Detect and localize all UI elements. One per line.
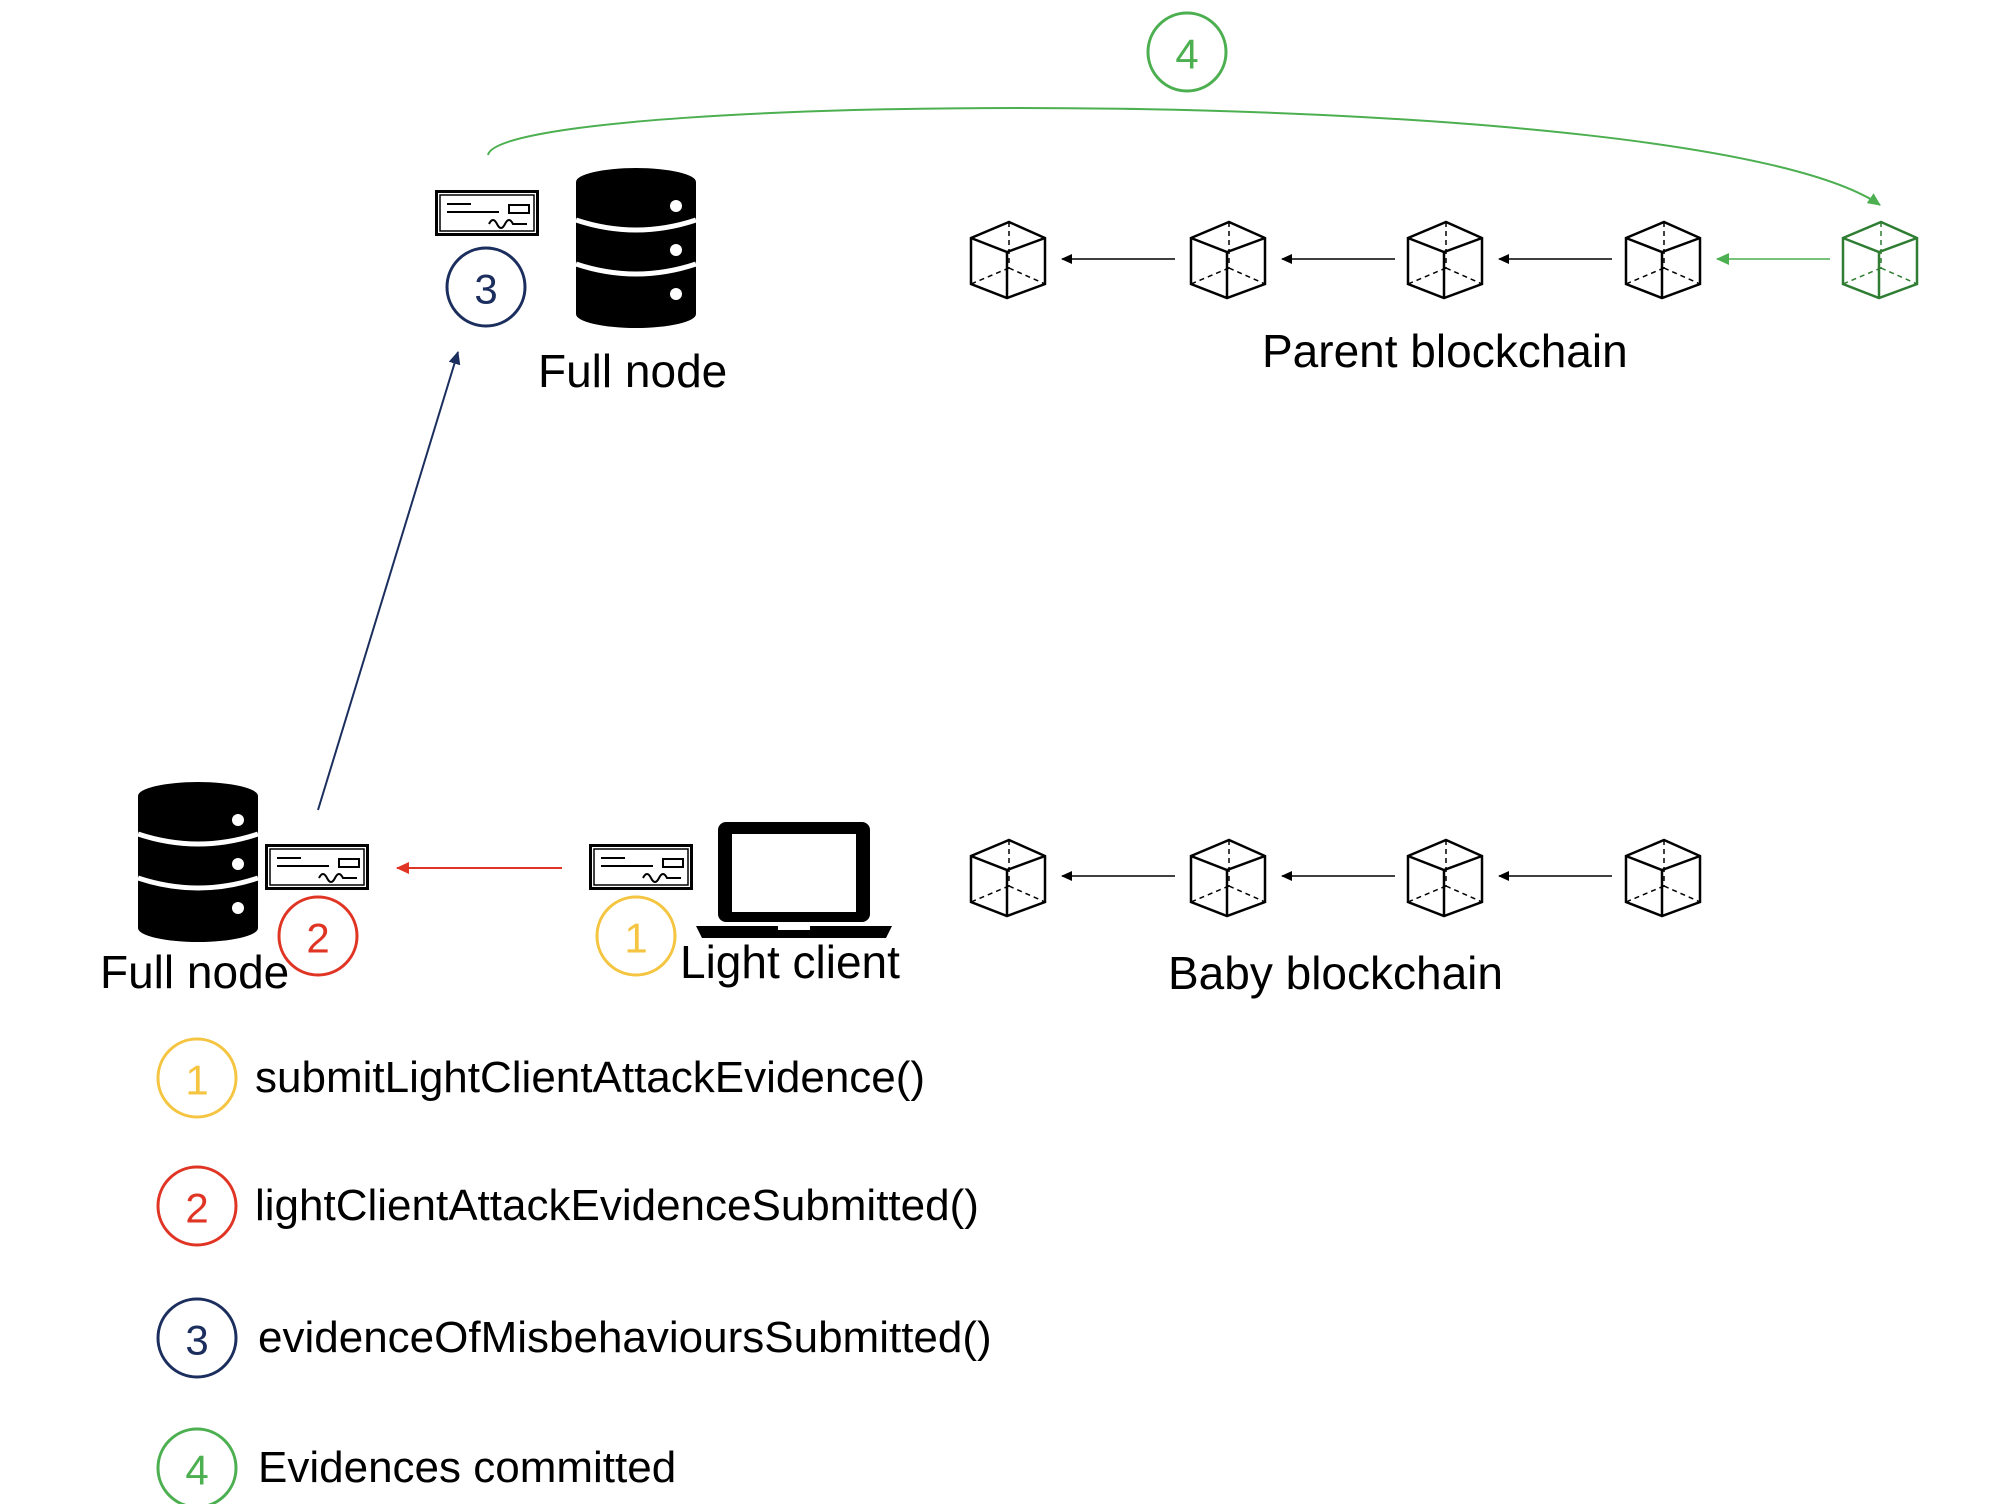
legend-text-1: submitLightClientAttackEvidence() [255,1053,926,1102]
step4-number: 4 [1175,31,1198,78]
baby-blockchain [969,838,1702,918]
block-cube-icon [1624,838,1702,918]
step3-number: 3 [474,266,497,313]
step4-arrow [487,106,1881,206]
step1-badge: 1 [595,895,677,977]
step3-arrow [317,351,461,811]
block-cube-icon [1406,220,1484,300]
baby-blockchain-label: Baby blockchain [1168,947,1503,999]
step4-badge: 4 [1146,11,1228,93]
evidence-document-icon [265,844,369,890]
evidence-document-icon [589,844,693,890]
block-cube-icon [1624,220,1702,300]
database-icon [576,168,696,328]
step1-number: 1 [624,915,647,962]
legend-badge-2: 2 [156,1165,238,1247]
step3-badge: 3 [445,246,527,328]
legend-number: 3 [185,1317,208,1364]
parent-blockchain [969,220,1919,300]
top-full-node-label: Full node [538,345,728,397]
legend-text-2: lightClientAttackEvidenceSubmitted() [255,1181,979,1230]
block-cube-icon [1406,838,1484,918]
block-cube-icon [1189,838,1267,918]
database-icon [138,782,258,942]
legend-number: 2 [185,1185,208,1232]
step2-badge: 2 [277,895,359,977]
legend-number: 1 [185,1057,208,1104]
bottom-full-node-label: Full node [100,946,290,998]
block-cube-icon [969,838,1047,918]
evidence-document-icon [435,190,539,236]
legend-text-3: evidenceOfMisbehavioursSubmitted() [258,1313,992,1362]
parent-blockchain-label: Parent blockchain [1262,325,1628,377]
block-cube-icon [969,220,1047,300]
legend-badge-1: 1 [156,1037,238,1119]
light-client-label: Light client [680,936,900,988]
block-cube-icon [1189,220,1267,300]
new-block-cube-icon [1841,220,1919,300]
legend-badge-4: 4 [156,1427,238,1504]
legend-badge-3: 3 [156,1297,238,1379]
legend-text-4: Evidences committed [258,1443,677,1492]
laptop-icon [696,822,892,938]
legend-number: 4 [185,1447,208,1494]
step2-number: 2 [306,915,329,962]
